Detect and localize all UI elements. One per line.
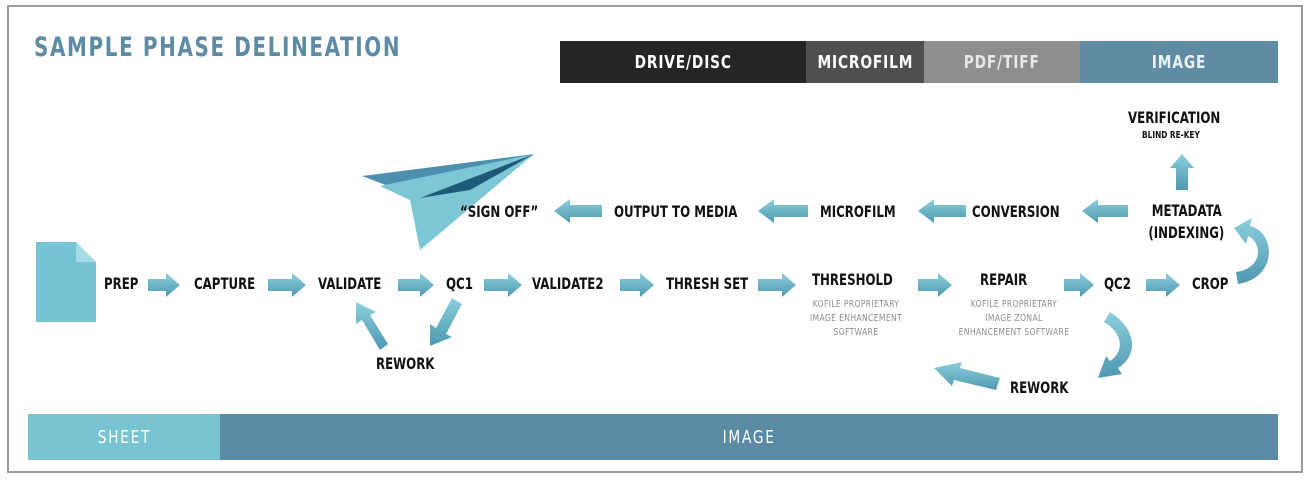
- step-qc2: QC2: [1104, 274, 1131, 293]
- step-output-to-media: OUTPUT TO MEDIA: [614, 202, 738, 221]
- step-rework-1: REWORK: [376, 354, 435, 373]
- arrow-prep-capture: [148, 273, 180, 297]
- step-conversion: CONVERSION: [972, 202, 1060, 221]
- step-validate: VALIDATE: [318, 274, 382, 293]
- arrow-group-upper: [554, 199, 1128, 223]
- arrow-validate-qc1: [398, 273, 434, 297]
- step-microfilm: MICROFILM: [820, 202, 896, 221]
- step-threshold: THRESHOLD: [812, 270, 893, 289]
- media-image: IMAGE: [1080, 41, 1278, 83]
- paper-plane-icon: [362, 154, 534, 250]
- arrow-output-signoff: [554, 199, 602, 223]
- media-microfilm: MICROFILM: [806, 41, 924, 83]
- arrow-rework-repair: [934, 362, 1000, 390]
- arrow-conversion-microfilm: [918, 199, 966, 223]
- arrow-rework-validate: [356, 302, 388, 350]
- arrow-microfilm-output: [758, 199, 808, 223]
- media-drive-disc-label: DRIVE/DISC: [634, 51, 732, 73]
- step-crop: CROP: [1192, 274, 1229, 293]
- step-sign-off: “SIGN OFF”: [460, 202, 539, 221]
- step-capture: CAPTURE: [194, 274, 256, 293]
- step-rework-2: REWORK: [1010, 378, 1069, 397]
- media-pdf-tiff: PDF/TIFF: [924, 41, 1080, 83]
- media-drive-disc: DRIVE/DISC: [560, 41, 806, 83]
- media-microfilm-label: MICROFILM: [817, 51, 913, 73]
- arrow-crop-metadata: [1234, 218, 1269, 284]
- step-qc1: QC1: [446, 274, 473, 293]
- arrow-metadata-verification: [1170, 154, 1194, 190]
- media-image-label: IMAGE: [1151, 51, 1207, 73]
- arrow-capture-validate: [268, 273, 306, 297]
- arrow-qc2-crop: [1146, 273, 1180, 297]
- step-validate2: VALIDATE2: [532, 274, 604, 293]
- arrow-repair-qc2: [1064, 273, 1094, 297]
- phase-sheet-label: SHEET: [97, 426, 151, 448]
- arrow-qc1-rework: [430, 298, 462, 346]
- arrow-qc2-rework: [1098, 312, 1133, 378]
- step-metadata: METADATA (INDEXING): [1148, 201, 1225, 242]
- arrow-threshold-repair: [918, 273, 952, 297]
- media-pdf-tiff-label: PDF/TIFF: [963, 51, 1041, 73]
- phase-image-label: IMAGE: [722, 426, 776, 448]
- arrow-group-main: [148, 273, 1180, 297]
- diagram-frame: [7, 5, 1303, 473]
- document-icon: [36, 242, 96, 322]
- step-repair: REPAIR: [980, 270, 1028, 289]
- verification-note: BLIND RE-KEY: [1142, 130, 1200, 141]
- step-thresh-set: THRESH SET: [666, 274, 749, 293]
- repair-note: KOFILE PROPRIETARY IMAGE ZONAL ENHANCEME…: [958, 299, 1070, 338]
- step-prep: PREP: [104, 274, 139, 293]
- arrow-qc1-validate2: [484, 273, 522, 297]
- arrow-validate2-thresh: [620, 273, 654, 297]
- phase-sheet: SHEET: [28, 414, 220, 460]
- threshold-note: KOFILE PROPRIETARY IMAGE ENHANCEMENT SOF…: [809, 299, 903, 338]
- diagram-title: SAMPLE PHASE DELINEATION: [34, 32, 402, 63]
- phase-image: IMAGE: [220, 414, 1278, 460]
- arrow-metadata-conversion: [1082, 199, 1128, 223]
- step-verification: VERIFICATION: [1128, 108, 1221, 127]
- arrow-thresh-threshold: [758, 273, 796, 297]
